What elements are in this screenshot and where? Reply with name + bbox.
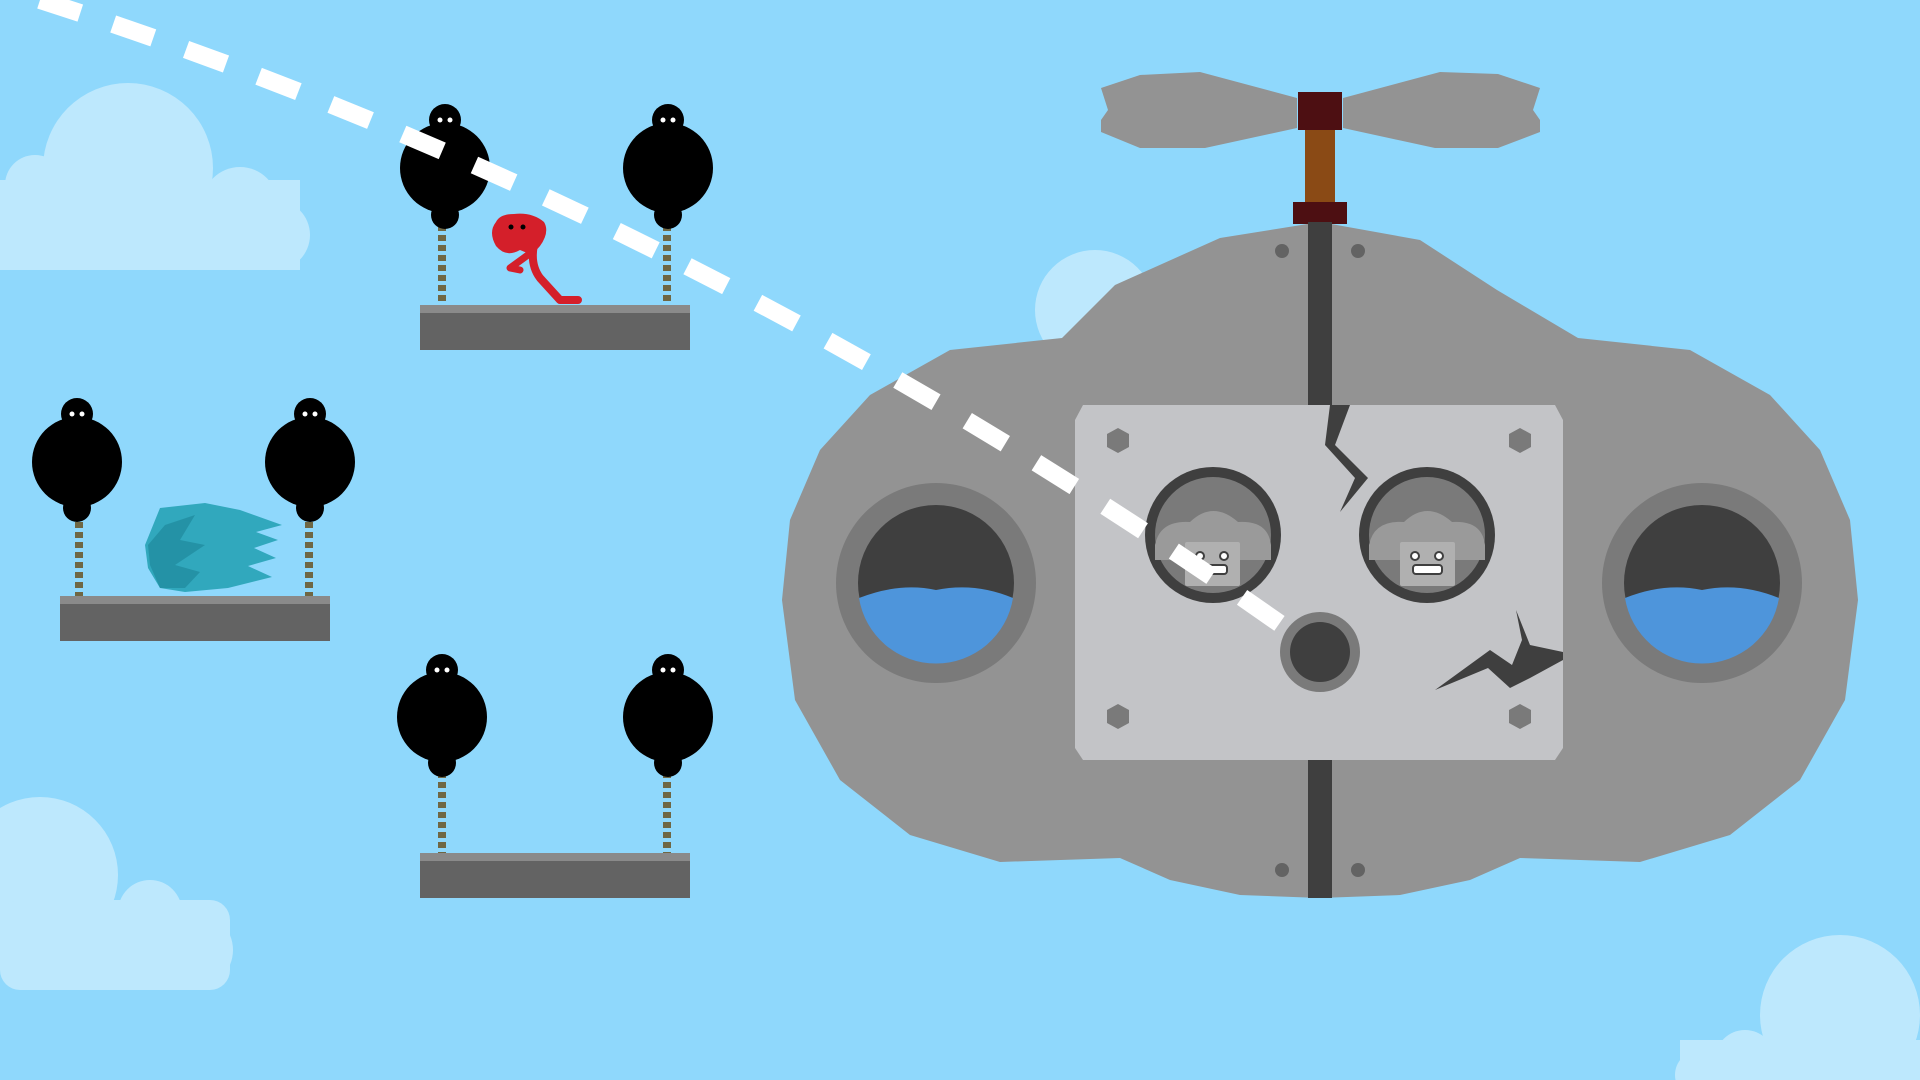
face-plate-bolts [1107,428,1531,729]
trajectory-dash [255,67,302,100]
trajectory-dash [1100,498,1148,539]
trajectory-dash [470,156,518,191]
trajectory-dash [1031,455,1080,495]
balloon-bottom-left [397,654,487,777]
background-cloud-top-left [0,83,310,270]
red-blob-character-icon[interactable] [492,213,582,304]
plate-crack-right [1435,610,1563,690]
boss-nozzle-icon [1280,612,1360,692]
trajectory-dash [110,15,157,47]
trajectory-dash [182,40,230,73]
water-tank-right [1602,483,1802,683]
trajectory-dash [1168,543,1217,584]
plate-crack-top [1325,405,1368,512]
trajectory-dash [541,189,589,224]
trajectory-dash [399,125,446,160]
background-cloud-bottom-left [0,797,233,990]
balloon-left-right [265,398,355,522]
boss-robot-airship [782,72,1858,898]
robot-pilot-window-left [1145,467,1281,603]
trajectory-dash [327,96,374,129]
balloon-left-left [32,398,122,522]
platform-bottom[interactable] [420,772,690,898]
platform-top[interactable] [420,225,690,350]
trajectory-dash [753,294,801,332]
balloon-top-right [623,104,713,229]
boss-center-seam-top [1308,222,1332,407]
teal-crystal-icon[interactable] [145,503,282,592]
water-tank-left [836,483,1036,683]
trajectory-dash [962,412,1010,452]
trajectory-dash [612,223,660,259]
trajectory-dash [683,258,731,295]
dashed-trajectory-line [37,0,1285,631]
trajectory-dash [1236,589,1285,631]
platform-left[interactable] [60,512,330,641]
background-cloud-bottom-right [1675,935,1920,1080]
trajectory-dash [823,332,871,370]
boss-face-plate [1075,405,1563,760]
robot-pilot-window-right [1359,467,1495,603]
trajectory-dash [37,0,84,22]
propeller-icon [1101,72,1540,224]
robot-pilot-face-icon [1400,542,1455,586]
balloon-bottom-right [623,654,713,777]
trajectory-dash [893,372,941,410]
boss-center-seam-bottom [1308,760,1332,898]
